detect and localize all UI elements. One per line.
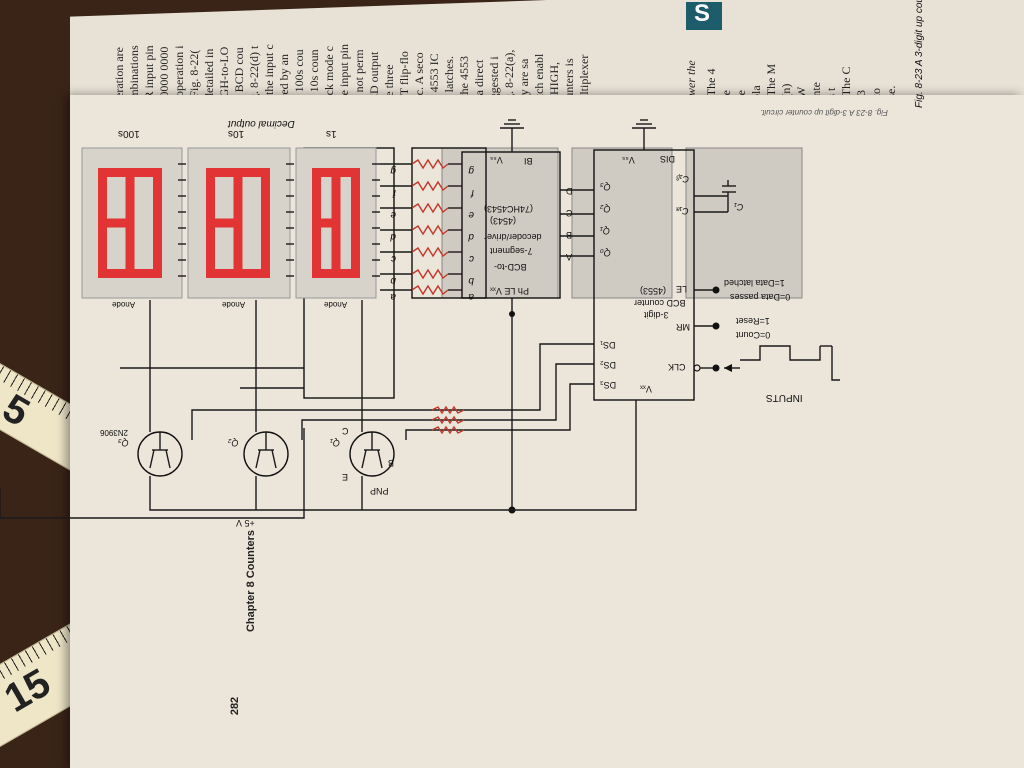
display-segment: [312, 218, 336, 228]
decoder-output-label: f: [470, 187, 474, 198]
display-segment: [238, 269, 270, 278]
display-segment: [351, 168, 360, 278]
segment-resistor: [411, 284, 449, 296]
segment-line-label: d: [390, 231, 396, 242]
display-segment: [206, 218, 238, 228]
segment-line-label: f: [392, 187, 396, 198]
display-10s: [571, 147, 673, 299]
decoder-output-label: e: [468, 209, 474, 220]
display-segment: [261, 168, 270, 278]
figure-caption: Fig. 8-23 A 3-digit up counter circuit.: [914, 0, 925, 108]
decoder-output-label: c: [469, 253, 474, 264]
display-segment: [206, 269, 238, 278]
display-1s: [685, 147, 803, 299]
segment-resistor: [411, 246, 449, 258]
segment-line-label: a: [390, 291, 396, 302]
decoder-ic-box: [411, 147, 487, 299]
segment-line-label: b: [390, 275, 396, 286]
decoder-output-label: g: [468, 165, 474, 176]
display-segment: [153, 168, 162, 278]
segment-line-label: e: [390, 209, 396, 220]
display-segment: [98, 269, 130, 278]
display-segment: [312, 168, 360, 177]
segment-resistor: [411, 224, 449, 236]
display-segment: [336, 269, 360, 278]
display-segment: [206, 168, 270, 177]
segment-resistor: [411, 268, 449, 280]
question-badge: [686, 2, 722, 30]
decoder-output-label: b: [468, 275, 474, 286]
segment-line-label: g: [390, 165, 396, 176]
base-resistor: [431, 425, 465, 435]
base-resistor: [431, 415, 465, 425]
decoder-ic: [461, 151, 561, 299]
counter-ic: [593, 149, 695, 401]
segment-resistor: [411, 202, 449, 214]
badge-letter: S: [694, 0, 711, 27]
display-segment: [312, 269, 336, 278]
segment-line-label: c: [391, 253, 396, 264]
display-segment: [130, 269, 162, 278]
display-segment: [98, 168, 162, 177]
decoder-output-label: d: [468, 231, 474, 242]
base-resistor: [431, 405, 465, 415]
display-segment: [98, 218, 130, 228]
decoder-output-label: a: [468, 291, 474, 302]
segment-resistor: [411, 158, 449, 170]
segment-resistor: [411, 180, 449, 192]
